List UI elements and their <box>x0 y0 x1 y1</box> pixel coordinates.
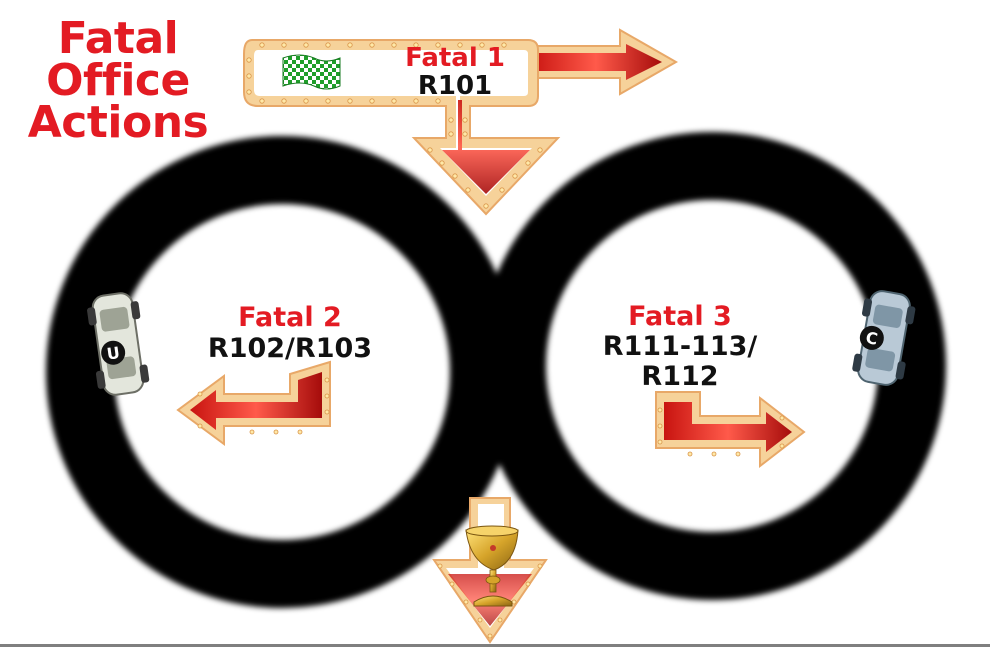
title-line-3: Actions <box>27 97 209 148</box>
fatal-3-heading: Fatal 3 <box>628 301 732 332</box>
fatal-1-heading: Fatal 1 <box>405 43 505 73</box>
fatal-3-code-line-1: R111-113/ <box>602 331 758 362</box>
race-car-u: U <box>87 292 150 396</box>
fatal-2-heading: Fatal 2 <box>238 302 342 333</box>
race-track <box>46 132 946 608</box>
race-car-c: C <box>852 290 916 386</box>
title-line-1: Fatal <box>57 13 179 64</box>
finish-arrow <box>432 497 548 644</box>
fatal-1-code: R101 <box>417 71 493 101</box>
car-c-badge-letter: C <box>864 328 879 349</box>
title-line-2: Office <box>46 55 190 106</box>
track-loop-right <box>478 132 946 600</box>
car-u-badge <box>101 340 126 365</box>
checkered-flag-icon <box>282 54 341 90</box>
car-u-badge-letter: U <box>105 343 121 364</box>
fatal-2-label: Fatal 2 R102/R103 <box>170 302 410 364</box>
car-c-badge <box>859 325 884 350</box>
page-title: Fatal Office Actions <box>8 13 228 148</box>
fatal-1-label: Fatal 1 R101 <box>385 44 525 100</box>
slide-bottom-border <box>0 644 990 647</box>
trophy-cup-icon <box>465 525 519 607</box>
fatal-2-code: R102/R103 <box>207 333 373 364</box>
fatal-1-sign <box>243 28 679 216</box>
fatal-3-label: Fatal 3 R111-113/ R112 <box>565 302 795 392</box>
fatal-2-arrow <box>176 360 331 446</box>
fatal-3-code-line-2: R112 <box>641 361 719 392</box>
fatal-3-arrow <box>655 391 806 469</box>
